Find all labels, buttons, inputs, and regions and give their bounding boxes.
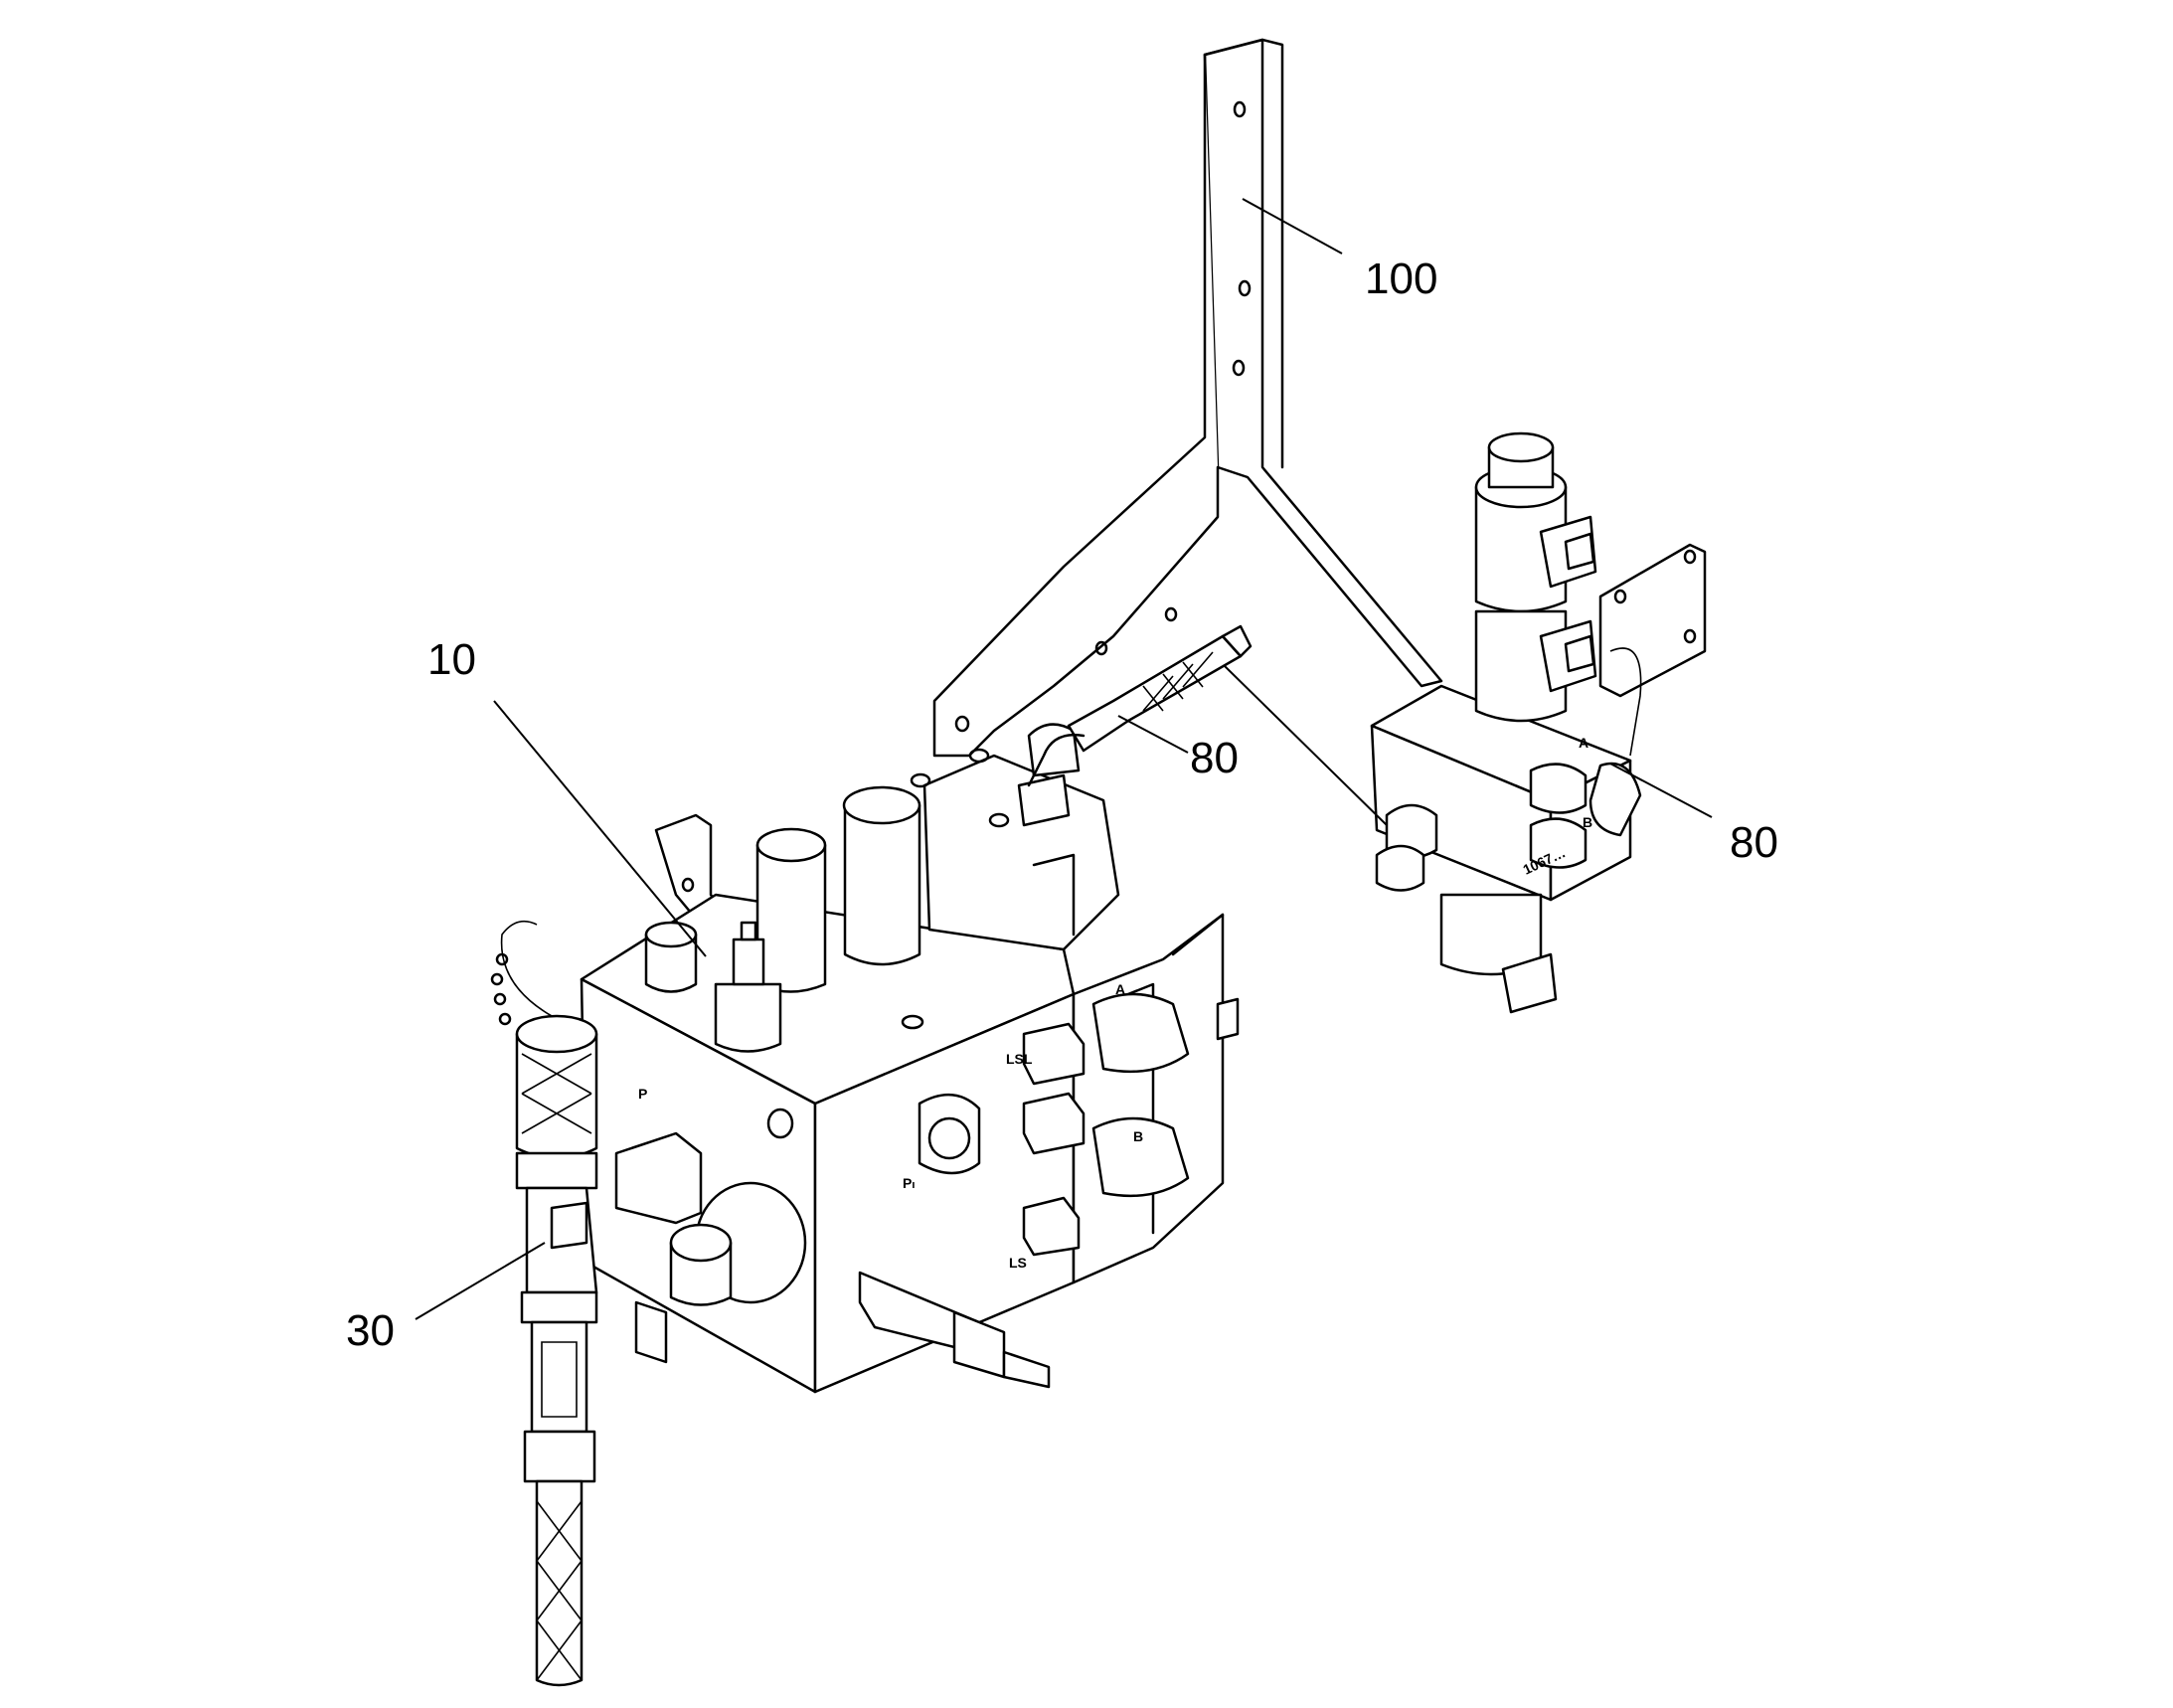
callout-80-upper: 80 <box>1190 734 1239 782</box>
leader-30 <box>415 1242 546 1320</box>
leader-100 <box>1242 198 1343 255</box>
leader-80-right <box>1609 763 1713 818</box>
port-mark-b-solenoid: B <box>1583 814 1592 830</box>
port-mark-pl: Pₗ <box>903 1175 915 1191</box>
hose-upper <box>1027 624 1253 787</box>
port-mark-lsl: LSL <box>1006 1051 1033 1067</box>
mounting-bracket <box>654 38 1443 927</box>
main-valve-block: P Pₗ LSL LS A B <box>580 723 1240 1394</box>
port-mark-ls: LS <box>1009 1255 1027 1271</box>
callout-100: 100 <box>1365 255 1437 303</box>
port-mark-a-solenoid: A <box>1579 735 1588 751</box>
leader-10 <box>493 700 707 957</box>
port-mark-p: P <box>638 1086 647 1102</box>
callout-30: 30 <box>346 1306 395 1355</box>
port-mark-a-main: A <box>1115 981 1125 997</box>
leader-hose-to-valve <box>1224 665 1388 826</box>
callout-10: 10 <box>427 635 476 684</box>
port-mark-b-main: B <box>1133 1128 1143 1144</box>
tee-hose-assembly <box>490 920 598 1687</box>
callout-80-right: 80 <box>1730 818 1778 867</box>
solenoid-valve-assembly: A B 1067… <box>1370 431 1707 1014</box>
leader-80-upper <box>1117 715 1189 754</box>
